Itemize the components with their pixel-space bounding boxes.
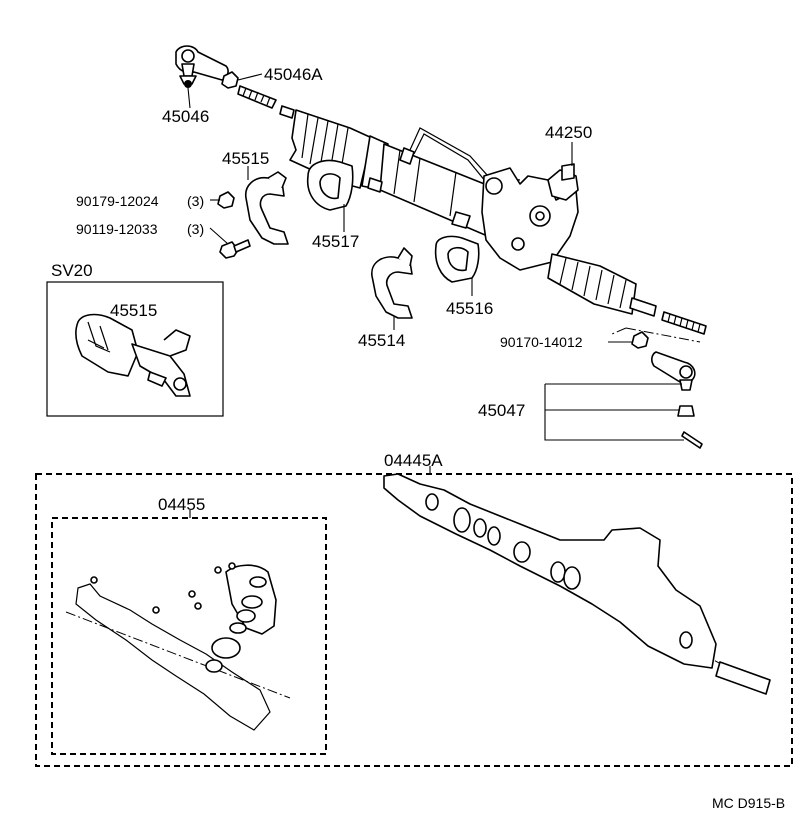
tie-rod-end-left[interactable] [175, 45, 229, 88]
seal-kit-04445a[interactable] [383, 473, 771, 695]
nut-90170-14012[interactable] [631, 331, 649, 349]
kit-04445a-box [35, 473, 793, 767]
clamp-bracket-45515[interactable] [244, 171, 289, 245]
label-04455: 04455 [158, 495, 205, 514]
bolt-90119-12033[interactable] [219, 239, 251, 259]
label-04445a: 04445A [384, 451, 443, 470]
label-45047: 45047 [478, 401, 525, 420]
grommet-45516[interactable] [434, 235, 480, 283]
label-45046: 45046 [162, 107, 209, 126]
clamp-bracket-45514[interactable] [371, 247, 413, 319]
kit-04455-box [51, 517, 327, 755]
label-45516: 45516 [446, 299, 493, 318]
nut-45046a[interactable] [221, 71, 239, 89]
bolt-90179-12024[interactable] [217, 191, 235, 209]
label-sv20: SV20 [51, 261, 93, 280]
label-90170-14012: 90170-14012 [500, 334, 583, 350]
threaded-rod-right[interactable] [611, 311, 707, 343]
grommet-45517[interactable] [306, 159, 354, 211]
label-45515-inset: 45515 [110, 301, 157, 320]
label-44250: 44250 [545, 123, 592, 142]
label-90179-12024: 90179-12024 [76, 193, 159, 209]
tie-rod-end-right[interactable] [651, 351, 703, 449]
label-45515-top: 45515 [222, 149, 269, 168]
label-45514: 45514 [358, 331, 405, 350]
boot-right[interactable] [547, 253, 657, 317]
label-90179-qty: (3) [187, 193, 204, 209]
seal-kit-04455[interactable] [65, 562, 291, 731]
label-90119-qty: (3) [187, 221, 204, 237]
threaded-rod-left[interactable] [237, 85, 295, 119]
label-45046a: 45046A [264, 65, 323, 84]
label-45517: 45517 [312, 232, 359, 251]
gear-valve-housing-44250[interactable] [481, 163, 579, 271]
leader-lines [187, 73, 684, 518]
clamp-bracket-45515-sv20[interactable] [75, 313, 191, 397]
sv20-inset [46, 281, 224, 417]
part-labels: 45046A 45046 44250 45515 90179-12024 (3)… [51, 65, 785, 811]
drawing-code: MC D915-B [712, 795, 785, 811]
label-90119-12033: 90119-12033 [76, 221, 158, 237]
steering-rack-assembly [175, 45, 707, 449]
